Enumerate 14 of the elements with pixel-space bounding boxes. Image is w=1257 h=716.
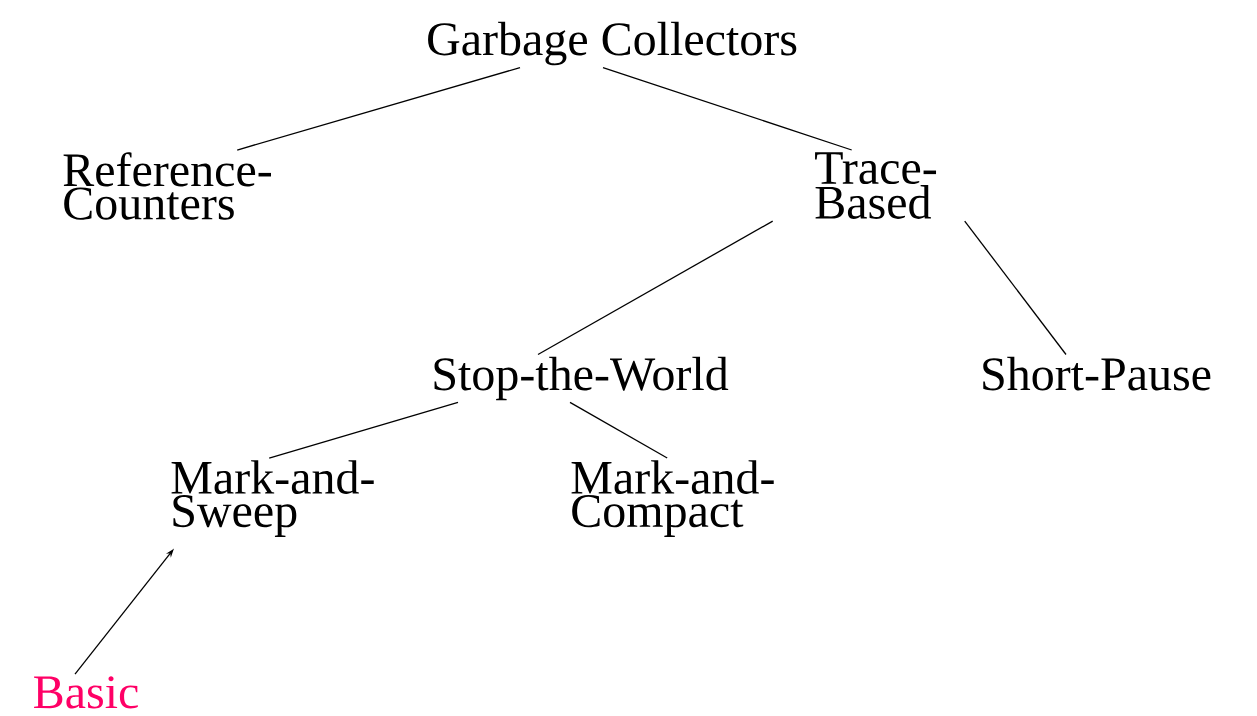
connector-line — [537, 220, 774, 356]
connector-line — [964, 220, 1067, 356]
tree-label: Garbage Collectors — [428, 21, 797, 66]
tree-label: Basic — [34, 676, 138, 709]
tree-label: Short-Pause — [983, 356, 1211, 391]
connector-line — [602, 66, 853, 151]
connector-line — [268, 401, 459, 459]
tree-label: Stop-the-World — [434, 356, 729, 401]
tree-label: Reference- Counters — [63, 152, 271, 220]
tree-label: Trace- Based — [815, 152, 937, 219]
connector-line — [236, 66, 521, 151]
connector-line — [569, 401, 668, 459]
tree-label: Mark-and- Sweep — [171, 460, 374, 537]
tree-label: Mark-and- Compact — [571, 460, 774, 537]
